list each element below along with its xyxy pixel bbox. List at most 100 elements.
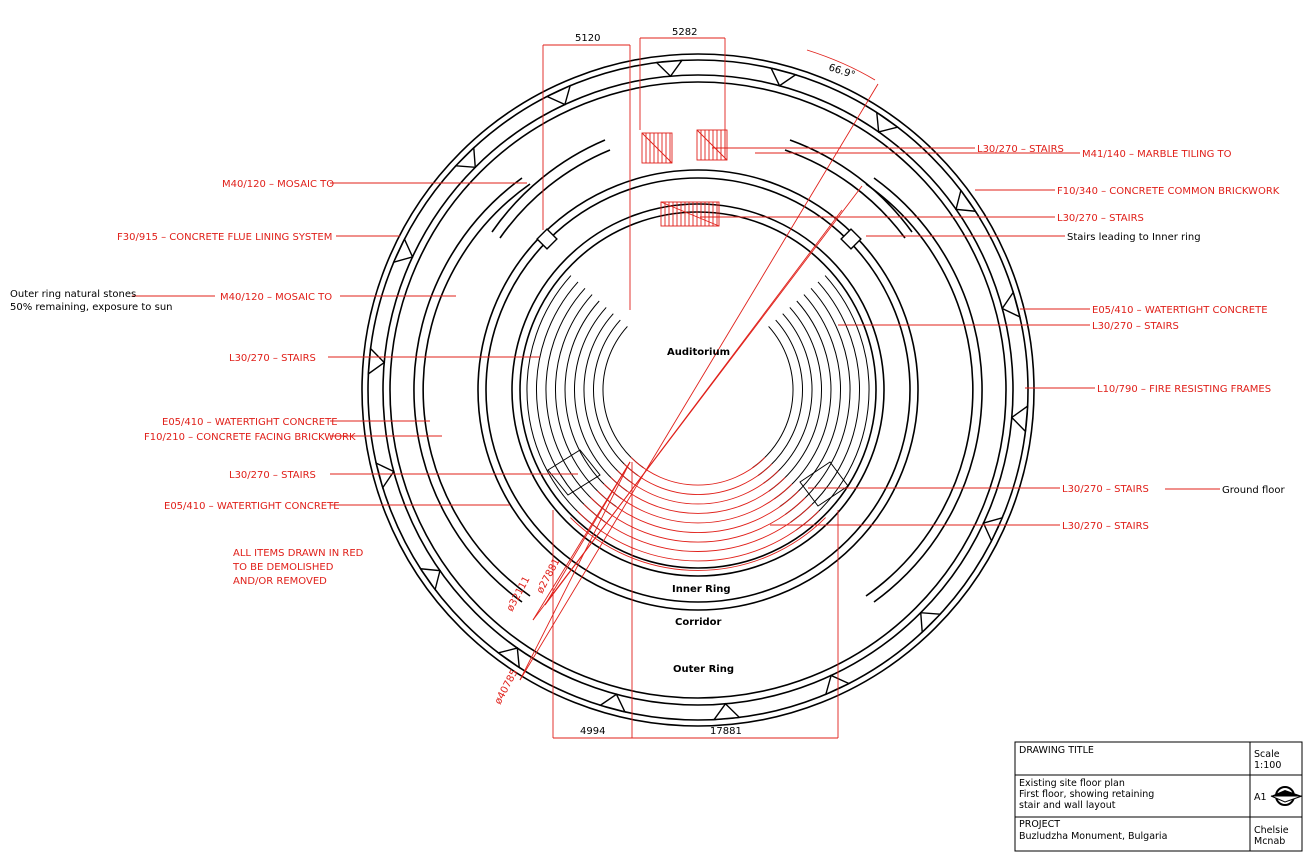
label-stairs-mid: L30/270 – STAIRS [1057, 213, 1144, 224]
buttress [955, 188, 977, 213]
dim-top-right: 5282 [672, 27, 697, 38]
label-stairs-2: L30/270 – STAIRS [229, 470, 316, 481]
dim-dia-2: ø27881 [535, 557, 563, 596]
room-auditorium: Auditorium [667, 347, 730, 358]
dim-top-left: 5120 [575, 33, 600, 44]
stair-diagonal [641, 132, 673, 164]
tier-left [602, 326, 644, 469]
tier-left [526, 275, 601, 531]
label-stairs-ground: L30/270 – STAIRS [1062, 484, 1149, 495]
tier-left [545, 287, 612, 515]
buttress [375, 461, 395, 490]
label-mosaic-2: M40/120 – MOSAIC TO [220, 292, 332, 303]
buttress [496, 647, 521, 669]
auditorium-seating-tiers [526, 275, 870, 531]
demolish-seating-tiers [570, 456, 826, 571]
note-demolish-2: TO BE DEMOLISHED [232, 562, 334, 573]
dim-dia-3: ø40785 [493, 668, 521, 707]
note-outer-ring-2: 50% remaining, exposure to sun [10, 302, 173, 313]
demolish-tier [583, 503, 813, 552]
tier-right [795, 275, 870, 531]
buttress [712, 702, 741, 721]
tier-left [574, 307, 628, 492]
tier-right [779, 294, 841, 508]
tier-left [536, 281, 606, 523]
tb-scale-value: 1:100 [1254, 760, 1281, 771]
demolish-tier [623, 463, 773, 495]
tb-author-2: Mcnab [1254, 836, 1285, 847]
label-watertight-1: E05/410 – WATERTIGHT CONCRETE [162, 417, 338, 428]
room-outer-ring: Outer Ring [673, 664, 734, 675]
demolish-tier [603, 483, 793, 524]
demolish-tier [610, 476, 786, 514]
buttress [875, 111, 900, 133]
buttress [655, 59, 684, 78]
note-ground-floor: Ground floor [1222, 485, 1285, 496]
label-watertight-2: E05/410 – WATERTIGHT CONCRETE [164, 501, 340, 512]
label-flue: F30/915 – CONCRETE FLUE LINING SYSTEM [117, 232, 332, 243]
tb-title-3: stair and wall layout [1019, 800, 1116, 811]
buttress [419, 567, 441, 592]
north-arrow-icon [1270, 786, 1303, 806]
buttress [919, 611, 942, 634]
dimension-lines [542, 37, 876, 739]
buttress [545, 84, 572, 106]
tier-right [768, 307, 822, 492]
label-fire: L10/790 – FIRE RESISTING FRAMES [1097, 384, 1271, 395]
stair-diagonal [660, 201, 720, 227]
tb-sheet: A1 [1254, 792, 1267, 803]
stair-diagonal [696, 129, 728, 161]
note-demolish-3: AND/OR REMOVED [233, 576, 327, 587]
room-inner-ring: Inner Ring [672, 584, 731, 595]
diameter-lines [519, 83, 879, 681]
right-annotations: L30/270 – STAIRS M41/140 – MARBLE TILING… [977, 144, 1285, 532]
buttress [367, 347, 386, 376]
buttress [454, 146, 477, 169]
tb-title-2: First floor, showing retaining [1019, 789, 1154, 800]
label-marble: M41/140 – MARBLE TILING TO [1082, 149, 1232, 160]
tier-left [593, 319, 639, 477]
demolish-stairs-top [641, 129, 728, 227]
corner-stairs [547, 449, 849, 507]
tier-right [790, 281, 860, 523]
dim-bottom-right: 17881 [710, 726, 742, 737]
notes: Outer ring natural stones 50% remaining,… [10, 289, 364, 587]
buttress [598, 693, 627, 713]
tier-right [752, 326, 794, 469]
outer-wall-rings [361, 53, 1035, 727]
dim-bottom-left: 4994 [580, 726, 605, 737]
tb-project-label: PROJECT [1019, 819, 1060, 830]
label-mosaic-1: M40/120 – MOSAIC TO [222, 179, 334, 190]
label-common-brick: F10/340 – CONCRETE COMMON BRICKWORK [1057, 186, 1280, 197]
label-stairs-1: L30/270 – STAIRS [229, 353, 316, 364]
tier-right [784, 287, 851, 515]
label-stairs-r: L30/270 – STAIRS [1092, 321, 1179, 332]
tb-project-name: Buzludzha Monument, Bulgaria [1019, 831, 1167, 842]
demolish-tier [596, 490, 800, 533]
tb-drawing-title-label: DRAWING TITLE [1019, 745, 1094, 756]
label-watertight-r: E05/410 – WATERTIGHT CONCRETE [1092, 305, 1268, 316]
demolish-tier [590, 497, 806, 543]
left-annotations: M40/120 – MOSAIC TO F30/915 – CONCRETE F… [117, 179, 356, 512]
demolish-tier [576, 510, 820, 562]
note-demolish-1: ALL ITEMS DRAWN IN RED [233, 548, 364, 559]
tb-title-1: Existing site floor plan [1019, 778, 1125, 789]
tb-scale-label: Scale [1254, 749, 1280, 760]
leader-lines [132, 147, 1220, 526]
tier-left [583, 313, 633, 484]
title-block: DRAWING TITLE Scale 1:100 Existing site … [1014, 741, 1303, 852]
buttress [1001, 290, 1021, 319]
label-stairs-top: L30/270 – STAIRS [977, 144, 1064, 155]
dim-angle: 66.9° [827, 62, 856, 81]
buttress [1010, 404, 1029, 433]
corridor-walls [413, 139, 983, 611]
room-corridor: Corridor [675, 617, 722, 628]
label-stairs-bottom: L30/270 – STAIRS [1062, 521, 1149, 532]
note-stairs-inner: Stairs leading to Inner ring [1067, 232, 1201, 243]
demolish-tier [617, 470, 779, 505]
room-labels: Auditorium Inner Ring Corridor Outer Rin… [667, 347, 734, 675]
tier-right [763, 313, 813, 484]
label-facing: F10/210 – CONCRETE FACING BRICKWORK [144, 432, 356, 443]
buttress [392, 237, 414, 264]
